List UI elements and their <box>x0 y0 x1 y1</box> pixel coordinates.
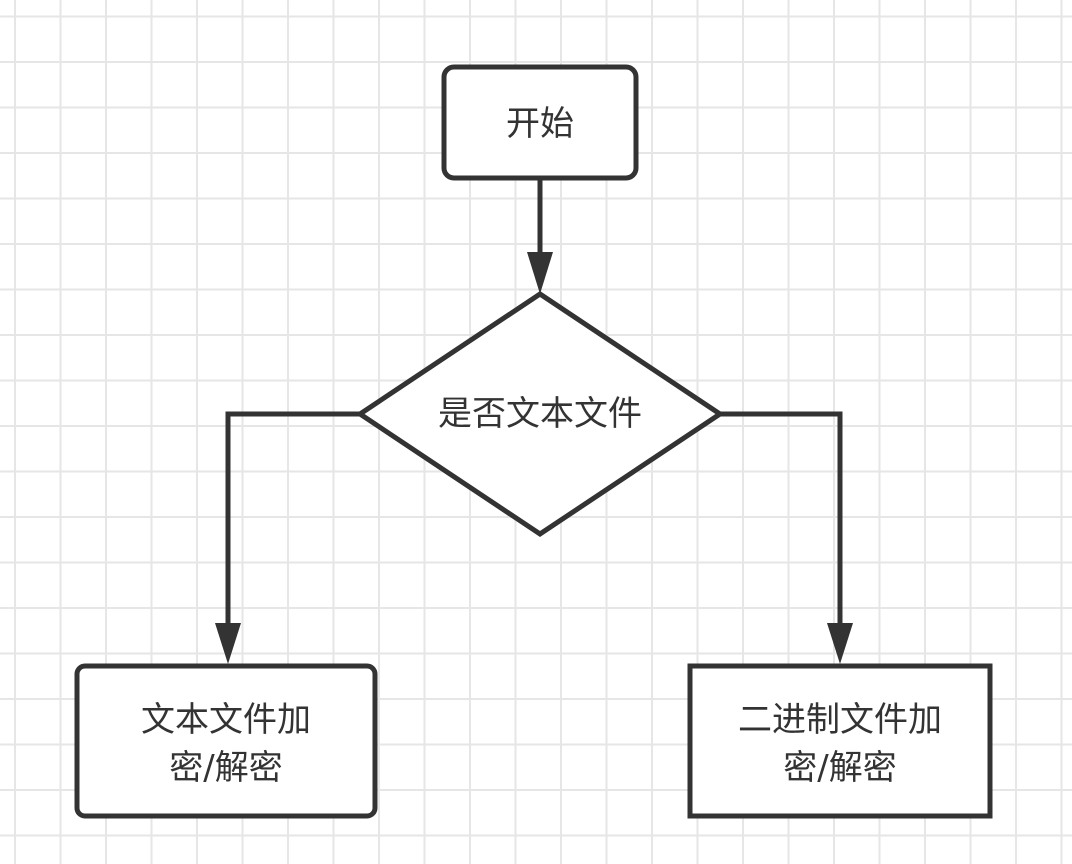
node-decision-label: 是否文本文件 <box>438 394 642 434</box>
node-binary-file-label-line2: 密/解密 <box>783 748 896 788</box>
node-text-file-label-line1: 文本文件加 <box>141 700 311 740</box>
edge-decision-to-binary-file[interactable] <box>720 411 853 664</box>
edge-start-to-decision[interactable] <box>527 178 553 294</box>
node-binary-file[interactable]: 二进制文件加 密/解密 <box>687 663 993 819</box>
arrowhead-icon <box>527 252 553 294</box>
arrowhead-icon <box>827 623 853 664</box>
edges <box>215 178 853 664</box>
node-decision[interactable]: 是否文本文件 <box>355 290 725 538</box>
arrowhead-icon <box>215 623 241 664</box>
node-text-file-label-line2: 密/解密 <box>169 748 282 788</box>
edge-decision-to-text-file[interactable] <box>215 411 360 664</box>
node-start-label: 开始 <box>506 104 574 144</box>
node-start[interactable]: 开始 <box>441 64 639 181</box>
node-text-file[interactable]: 文本文件加 密/解密 <box>74 663 378 819</box>
node-binary-file-label-line1: 二进制文件加 <box>738 700 942 740</box>
